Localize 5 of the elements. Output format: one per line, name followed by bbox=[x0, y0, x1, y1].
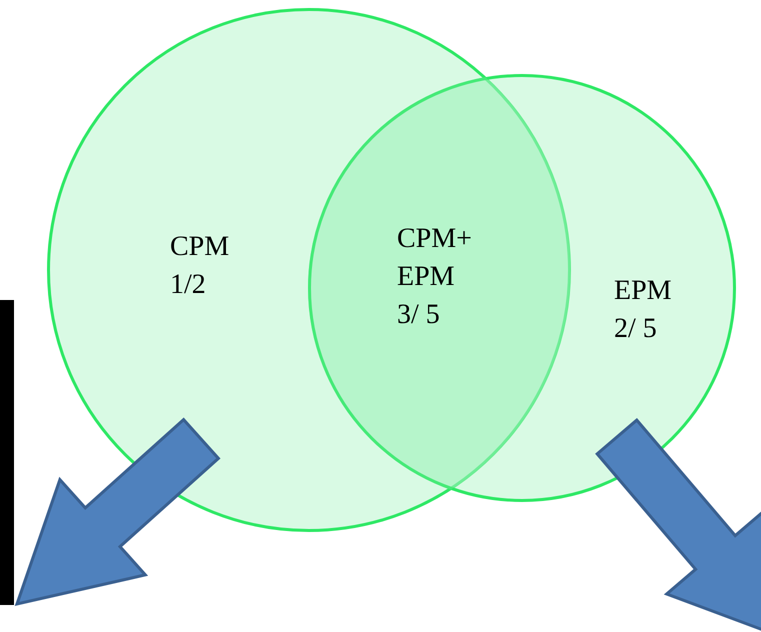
set-label: CPM 1/2 bbox=[170, 230, 230, 302]
set-label: CPM+ EPM 3/ 5 bbox=[397, 222, 473, 332]
block-arrow bbox=[595, 418, 761, 632]
set-label: EPM 2/ 5 bbox=[614, 274, 673, 346]
block-arrow bbox=[14, 417, 221, 606]
